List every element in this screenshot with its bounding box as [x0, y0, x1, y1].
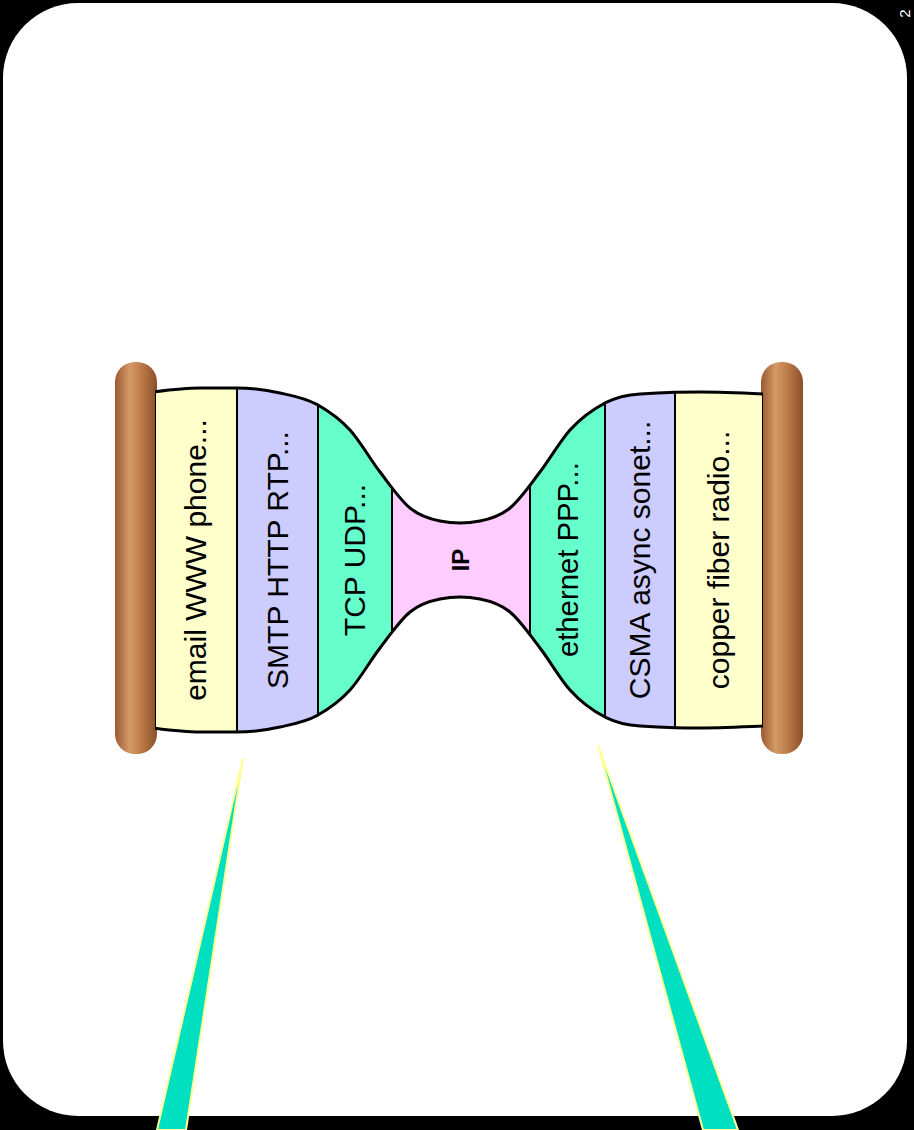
- leader-wedge: [157, 758, 243, 1130]
- application-band: email WWW phone...: [155, 350, 237, 770]
- band-label: IP: [449, 549, 473, 572]
- physical-band: copper fiber radio...: [675, 350, 763, 770]
- slide-number: 2: [897, 9, 912, 17]
- link-band: ethernet PPP...: [530, 350, 605, 770]
- spool-flange: [115, 362, 157, 754]
- leader-wedge: [598, 745, 738, 1130]
- ip-waist-band: IP: [392, 350, 530, 770]
- band-label: SMTP HTTP RTP...: [263, 431, 293, 689]
- slide-panel: [3, 3, 907, 1116]
- media-access-band: CSMA async sonet...: [605, 350, 675, 770]
- band-label: copper fiber radio...: [704, 431, 734, 689]
- slide-number-box: 2: [895, 2, 913, 24]
- band-label: ethernet PPP...: [553, 463, 582, 658]
- band-label: CSMA async sonet...: [625, 421, 655, 699]
- protocol-band: SMTP HTTP RTP...: [237, 350, 318, 770]
- band-label: email WWW phone...: [181, 419, 211, 701]
- transport-band: TCP UDP...: [318, 350, 392, 770]
- spool-flange: [761, 362, 803, 754]
- band-label: TCP UDP...: [340, 484, 370, 636]
